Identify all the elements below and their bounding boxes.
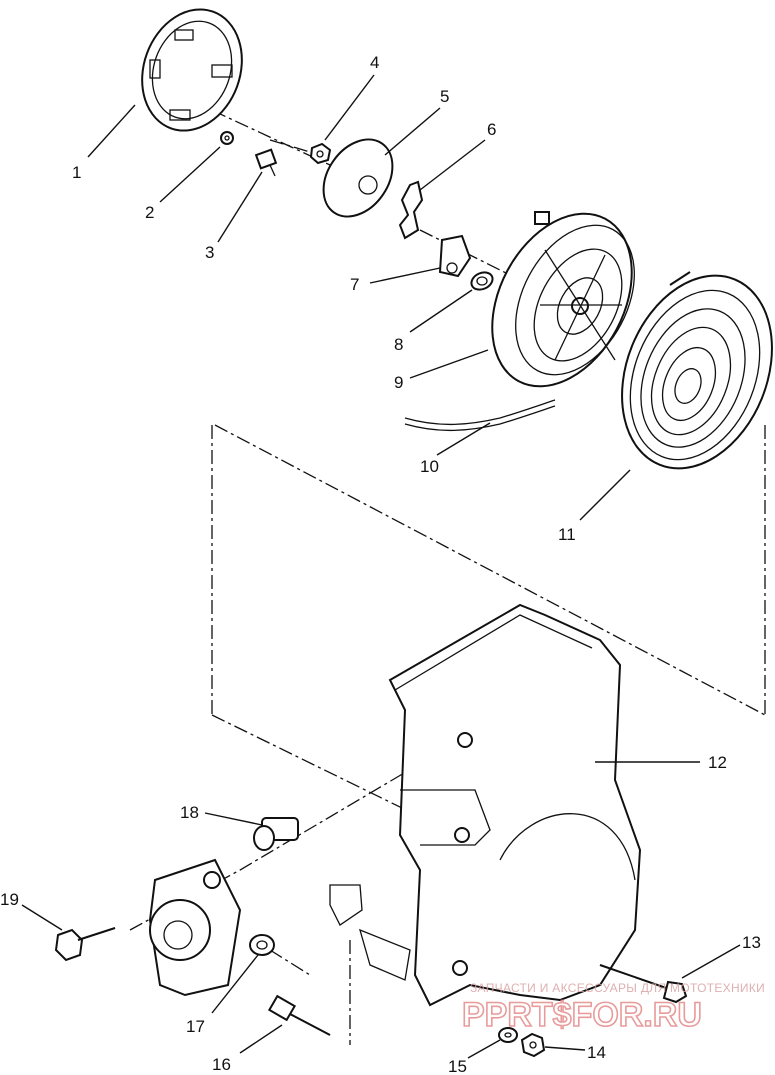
callout-14: 14 — [587, 1043, 606, 1062]
part-12-starter-housing — [329, 603, 642, 1007]
part-11-recoil-spring — [621, 271, 773, 470]
part-16-bolt — [267, 994, 331, 1036]
part-8-bushing — [470, 271, 494, 291]
part-18-bushing — [253, 817, 299, 851]
part-17-spacer — [249, 934, 275, 956]
part-4-nut — [309, 142, 332, 165]
callout-19: 19 — [0, 890, 19, 909]
callout-9: 9 — [394, 373, 403, 392]
part-14-nut — [520, 1032, 546, 1058]
callout-2: 2 — [145, 203, 154, 222]
callout-17: 17 — [186, 1017, 205, 1036]
callout-11: 11 — [558, 525, 576, 544]
part-5-friction-plate — [322, 138, 394, 218]
callout-1: 1 — [72, 163, 81, 182]
part-13-long-bolt — [599, 964, 688, 1004]
callout-13: 13 — [742, 933, 761, 952]
part-1-starter-pulley-cup — [141, 8, 243, 132]
part-19-bolt-and-bracket — [54, 858, 242, 997]
leader-lines — [21, 74, 741, 1059]
callout-10: 10 — [420, 457, 439, 476]
callout-4: 4 — [370, 53, 379, 72]
watermark-logo-text: PPRT$FOR.RU — [462, 996, 702, 1034]
callout-3: 3 — [205, 243, 214, 262]
part-10-starter-rope — [404, 399, 556, 432]
callout-labels: 1 2 3 4 5 6 7 8 9 10 11 12 13 14 15 16 1… — [0, 53, 761, 1075]
callout-8: 8 — [394, 335, 403, 354]
part-3-bolt — [254, 148, 278, 177]
watermark-tagline: ЗАПЧАСТИ И АКСЕССУАРЫ ДЛЯ МОТОТЕХНИКИ — [470, 981, 765, 995]
callout-18: 18 — [180, 803, 199, 822]
part-2-washer — [220, 131, 234, 145]
part-9-rope-reel — [491, 211, 635, 388]
part-7-ratchet — [438, 234, 472, 278]
part-6-pawl-spring — [398, 180, 424, 240]
callout-7: 7 — [350, 275, 359, 294]
part-15-lock-washer — [498, 1027, 518, 1043]
callout-16: 16 — [212, 1055, 231, 1074]
callout-15: 15 — [448, 1057, 467, 1075]
callout-6: 6 — [487, 120, 496, 139]
watermark: ЗАПЧАСТИ И АКСЕССУАРЫ ДЛЯ МОТОТЕХНИКИ PP… — [461, 981, 765, 1035]
callout-5: 5 — [440, 87, 449, 106]
callout-12: 12 — [708, 753, 727, 772]
